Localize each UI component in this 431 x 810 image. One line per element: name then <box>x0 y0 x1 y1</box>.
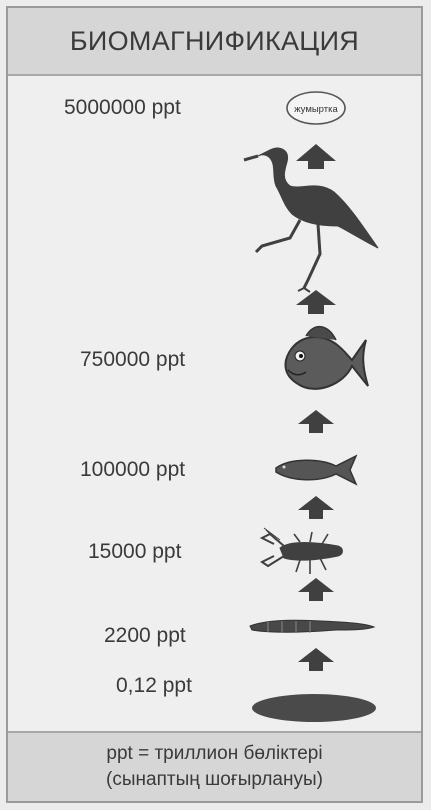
arrow-up-icon <box>296 144 336 169</box>
level-label-algae: 0,12 ppt <box>116 674 192 697</box>
heron-icon <box>243 147 379 293</box>
arrow-up-icon <box>296 290 336 314</box>
level-label-heron: 5000000 ppt <box>64 96 181 119</box>
level-label-big-fish: 750000 ppt <box>80 348 186 371</box>
level-label-small-fish: 100000 ppt <box>80 458 186 481</box>
algae-icon <box>252 694 376 722</box>
big-fish-icon <box>284 326 369 390</box>
arrow-up-icon <box>298 648 334 671</box>
diagram-title: БИОМАГНИФИКАЦИЯ <box>69 25 360 56</box>
crayfish-icon <box>259 527 343 574</box>
footer-line-1: ppt = триллион бөліктері <box>106 743 323 764</box>
arrow-up-icon <box>298 410 334 433</box>
footer-line-2: (сынаптың шоғырлануы) <box>106 769 323 790</box>
egg-icon: жумыртка <box>286 91 346 125</box>
diagram-frame: БИОМАГНИФИКАЦИЯ ppt = триллион бөліктері… <box>6 6 423 803</box>
egg-label: жумыртка <box>294 104 338 115</box>
footer-legend: ppt = триллион бөліктері (сынаптың шоғыр… <box>8 731 421 801</box>
arrow-up-icon <box>298 496 334 519</box>
title-bar: БИОМАГНИФИКАЦИЯ <box>8 8 421 76</box>
level-label-crayfish: 15000 ppt <box>88 540 182 563</box>
larva-icon <box>249 619 376 633</box>
small-fish-icon <box>275 454 358 486</box>
arrow-up-icon <box>298 578 334 601</box>
level-label-larva: 2200 ppt <box>104 624 186 647</box>
